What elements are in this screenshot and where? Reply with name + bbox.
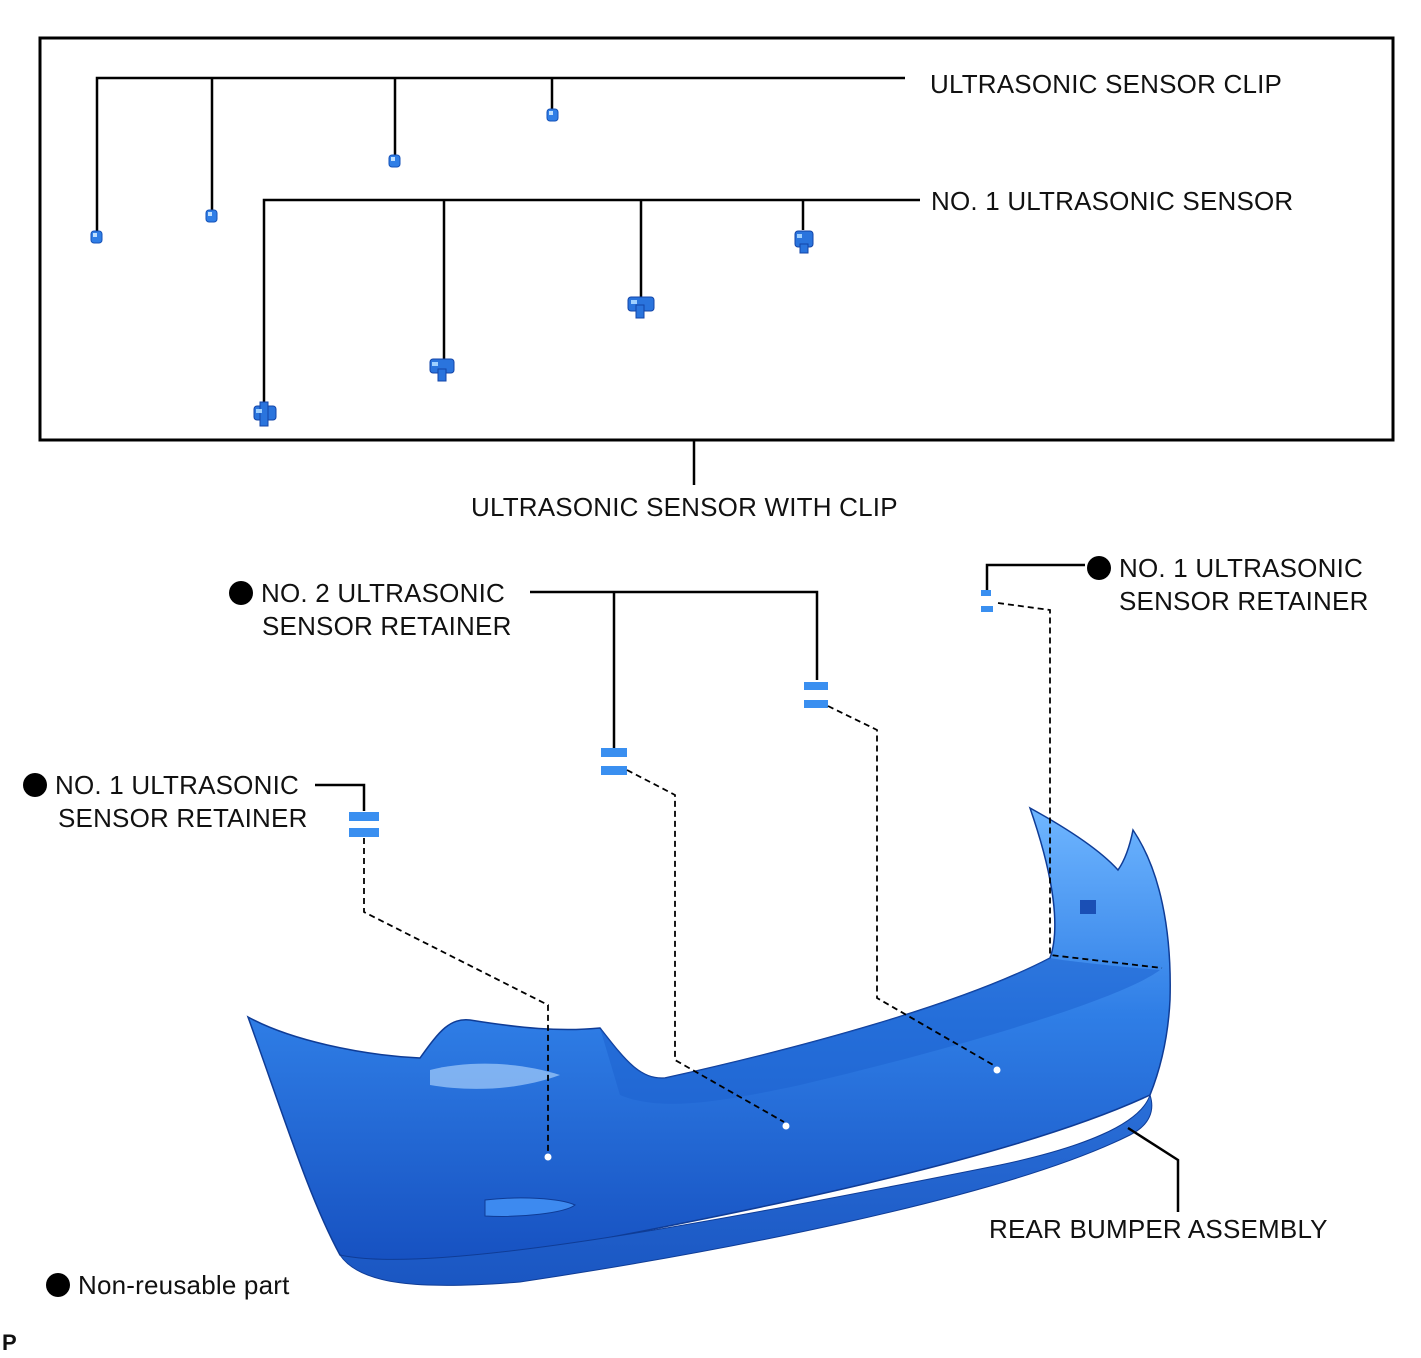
sensor-clip <box>90 230 103 244</box>
no1-retainer-left <box>349 812 379 837</box>
label-line: SENSOR RETAINER <box>262 611 512 641</box>
legend-text: Non-reusable part <box>78 1270 290 1300</box>
label-rear-bumper-assembly: REAR BUMPER ASSEMBLY <box>989 1214 1328 1244</box>
ultrasonic-sensor <box>794 230 814 254</box>
label-line: SENSOR RETAINER <box>58 803 308 833</box>
non-reusable-icon <box>46 1273 70 1297</box>
retainer-leaders <box>315 563 1180 1212</box>
sensor-clip-parts <box>90 108 559 244</box>
label-no1-ultrasonic-sensor-retainer-left: NO. 1 ULTRASONIC SENSOR RETAINER <box>23 769 308 835</box>
label-line: SENSOR RETAINER <box>1119 586 1369 616</box>
label-no1-ultrasonic-sensor-retainer-right: NO. 1 ULTRASONIC SENSOR RETAINER <box>1087 552 1369 618</box>
no1-sensor-leader <box>262 198 920 405</box>
label-no1-ultrasonic-sensor: NO. 1 ULTRASONIC SENSOR <box>931 186 1294 216</box>
retainer-parts <box>349 590 993 837</box>
sensor-with-clip-frame <box>38 36 1395 442</box>
sensor-clip-leader <box>95 76 905 232</box>
ultrasonic-sensor <box>253 401 277 427</box>
label-line: NO. 2 ULTRASONIC <box>261 578 505 608</box>
ultrasonic-sensor <box>627 296 655 319</box>
non-reusable-icon <box>1087 556 1111 580</box>
no2-retainer-left <box>601 748 627 775</box>
ultrasonic-sensor <box>429 358 455 382</box>
label-line: NO. 1 ULTRASONIC <box>55 770 299 800</box>
sensor-clip <box>388 154 401 168</box>
no1-sensor-parts <box>253 230 814 427</box>
legend-non-reusable-part: Non-reusable part <box>46 1269 290 1302</box>
label-ultrasonic-sensor-clip: ULTRASONIC SENSOR CLIP <box>930 69 1283 99</box>
label-no2-ultrasonic-sensor-retainer: NO. 2 ULTRASONIC SENSOR RETAINER <box>229 577 512 643</box>
label-line: NO. 1 ULTRASONIC <box>1119 553 1363 583</box>
sensor-clip <box>546 108 559 122</box>
non-reusable-icon <box>229 581 253 605</box>
install-guide-lines <box>363 602 1163 1152</box>
rear-bumper-assembly-shape <box>246 806 1171 1286</box>
label-ultrasonic-sensor-with-clip: ULTRASONIC SENSOR WITH CLIP <box>471 492 898 522</box>
non-reusable-icon <box>23 773 47 797</box>
sensor-clip <box>205 209 218 223</box>
no1-retainer-right <box>981 590 993 612</box>
corner-code: P <box>2 1330 17 1355</box>
no2-retainer-right <box>804 682 828 708</box>
